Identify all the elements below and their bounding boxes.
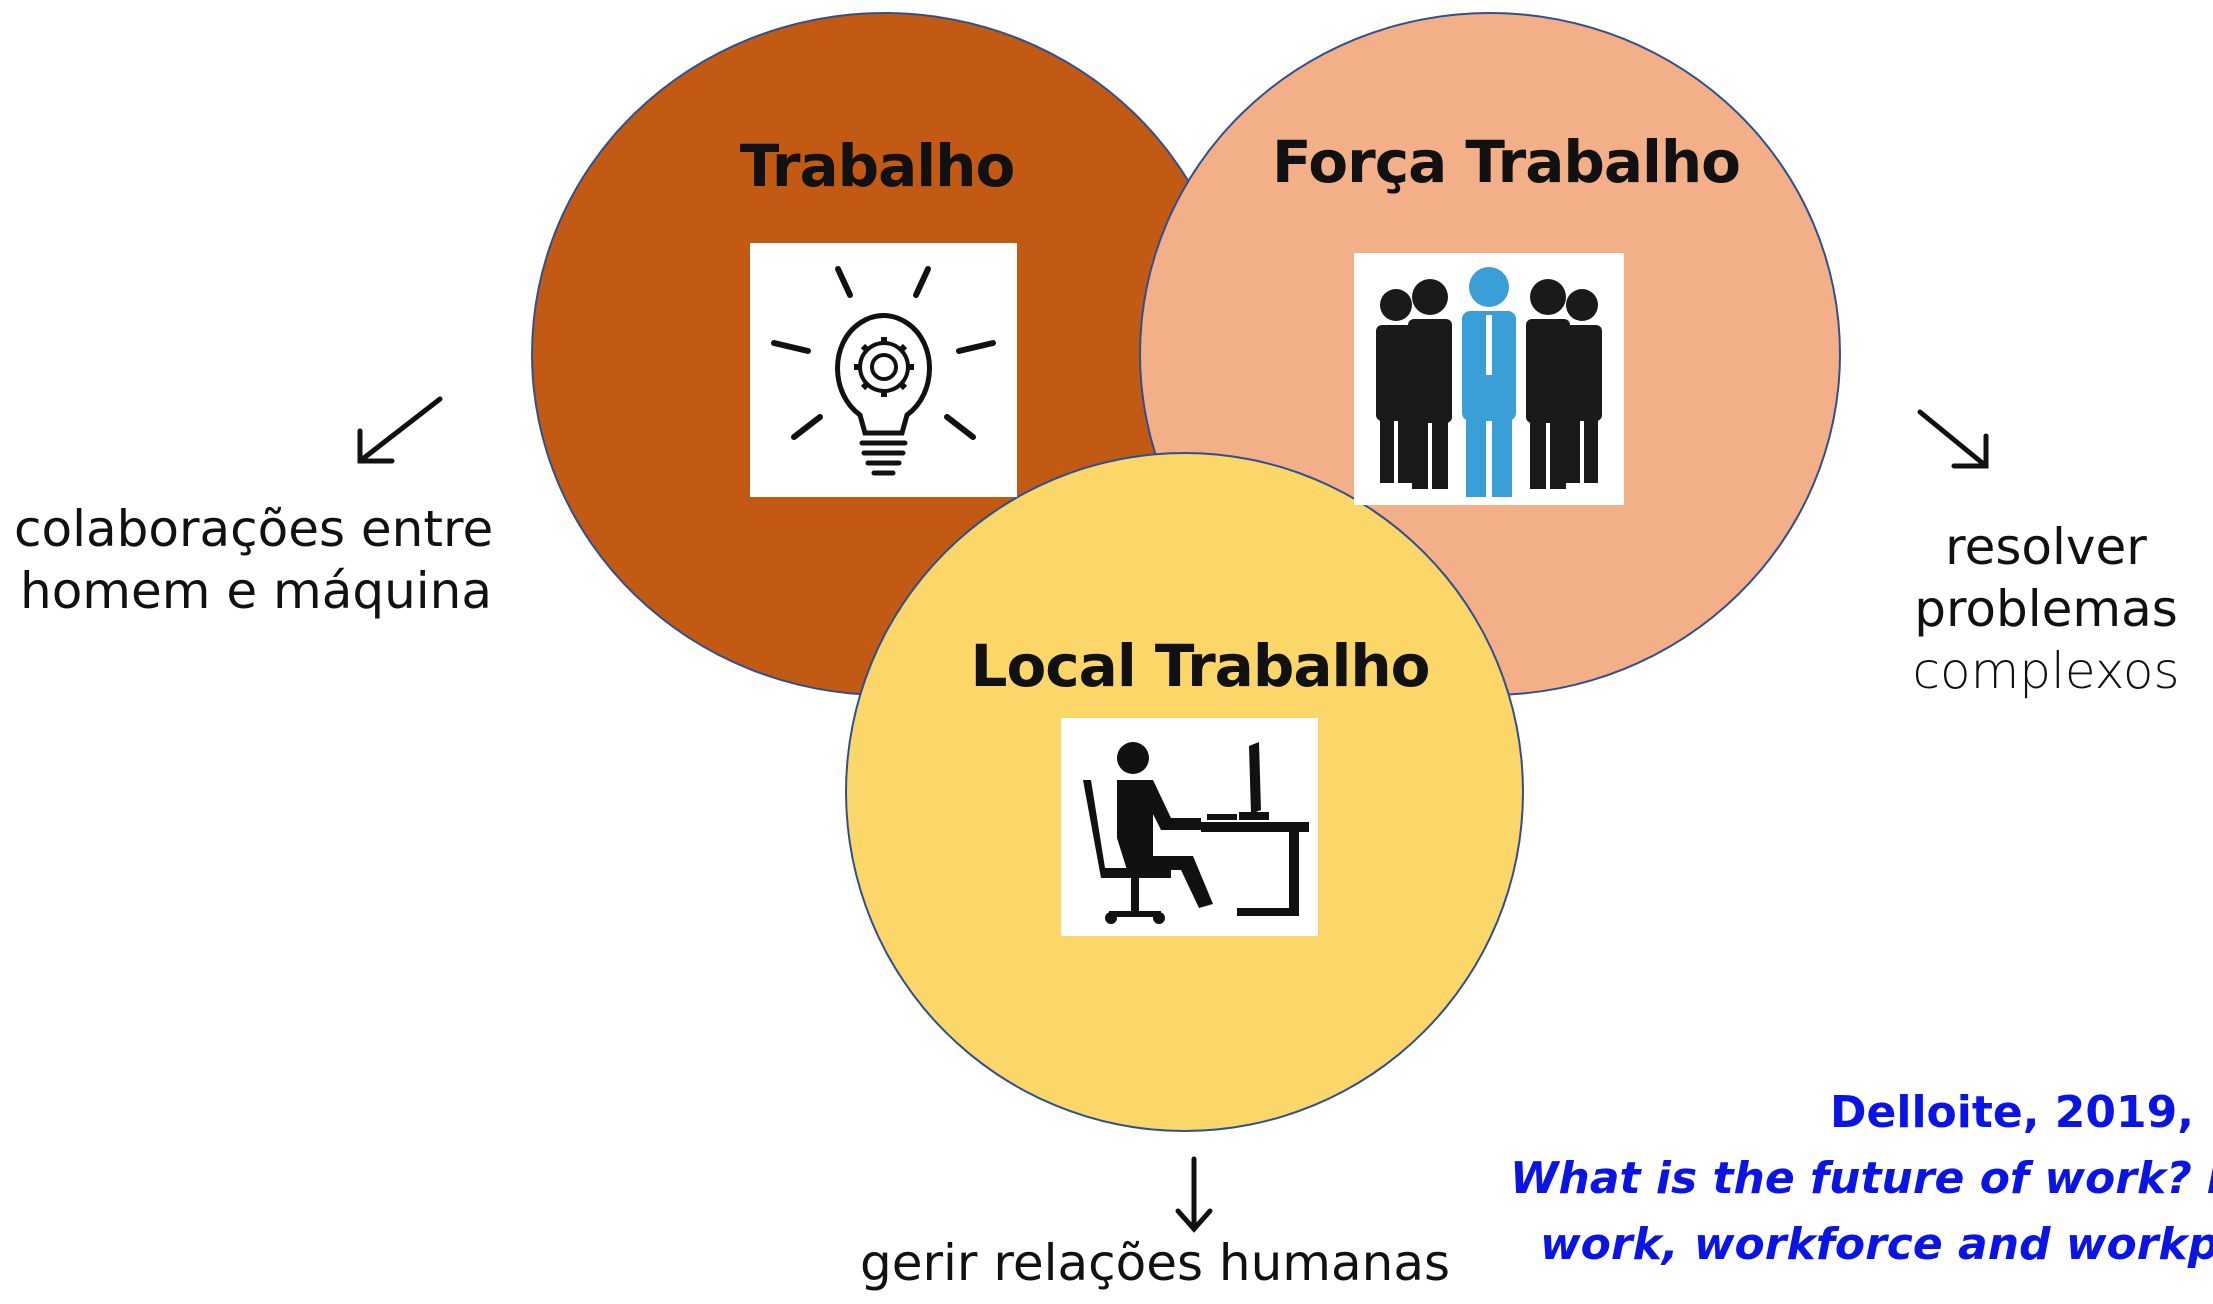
right-outcome-label: resolver problemas complexos bbox=[1896, 516, 2196, 702]
right-outcome-line3: complexos bbox=[1912, 642, 2180, 700]
forca-trabalho-title: Força Trabalho bbox=[1271, 128, 1741, 196]
right-outcome-line2: problemas bbox=[1914, 580, 2178, 638]
arrow-down-icon bbox=[1174, 1155, 1214, 1239]
arrow-down-right-icon bbox=[1916, 408, 1994, 478]
citation-source: Delloite, 2019, bbox=[1830, 1087, 2194, 1138]
left-outcome-label: colaborações entre homem e máquina bbox=[14, 498, 493, 622]
local-trabalho-title: Local Trabalho bbox=[970, 632, 1430, 700]
lightbulb-gear-icon bbox=[750, 243, 1017, 497]
citation-title-line1: What is the future of work? R bbox=[1510, 1153, 2213, 1204]
person-at-desk-icon bbox=[1061, 718, 1318, 936]
left-outcome-line2: homem e máquina bbox=[20, 562, 492, 620]
arrow-down-left-icon bbox=[352, 395, 446, 471]
citation: Delloite, 2019, What is the future of wo… bbox=[1510, 1080, 2213, 1278]
team-people-icon bbox=[1354, 253, 1624, 505]
right-outcome-line1: resolver bbox=[1945, 518, 2147, 576]
bottom-outcome-label: gerir relações humanas bbox=[859, 1234, 1451, 1292]
trabalho-title: Trabalho bbox=[739, 132, 1016, 200]
left-outcome-line1: colaborações entre bbox=[14, 500, 494, 558]
citation-title-line2: work, workforce and workpla bbox=[1540, 1219, 2213, 1270]
